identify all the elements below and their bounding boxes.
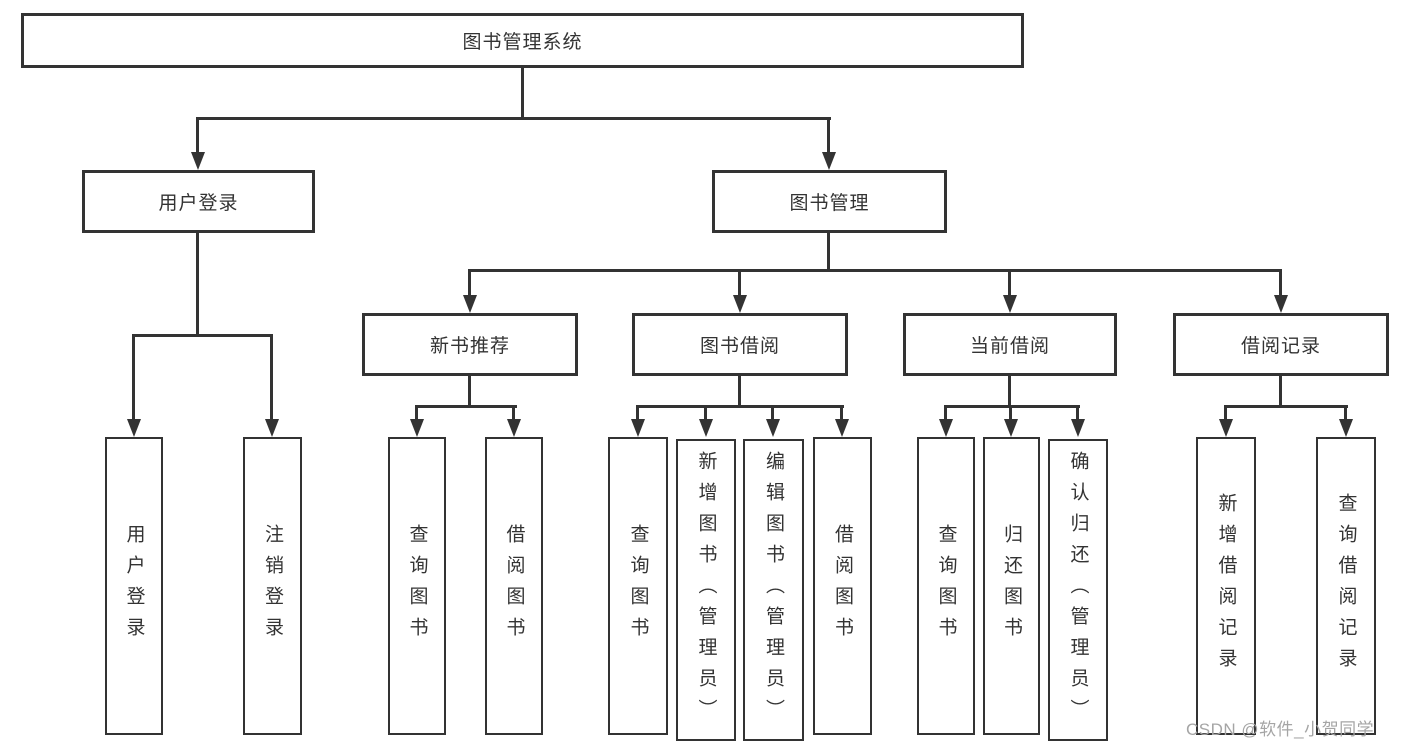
arrow-down-icon	[822, 152, 836, 170]
connector-level3-rail	[468, 269, 1282, 272]
csdn-watermark: CSDN @软件_小贺同学	[1186, 720, 1375, 739]
node-borrow-books-under-recommend: 借阅图书	[485, 437, 543, 735]
node-confirm-return-admin: 确认归还（管理员）	[1048, 439, 1108, 741]
connector-stem	[738, 376, 741, 408]
connector-drop	[270, 334, 273, 422]
connector-drop	[512, 405, 515, 422]
arrow-down-icon	[1071, 419, 1085, 437]
arrow-down-icon	[631, 419, 645, 437]
leaf-label: 确认归还（管理员）	[1067, 450, 1089, 730]
connector-drop	[944, 405, 947, 422]
arrow-down-icon	[699, 419, 713, 437]
connector-drop	[738, 269, 741, 297]
arrow-down-icon	[1003, 295, 1017, 313]
leaf-label: 查询图书	[406, 524, 428, 648]
leaf-label: 查询借阅记录	[1335, 493, 1357, 679]
node-logout-leaf: 注销登录	[243, 437, 302, 735]
leaf-label: 用户登录	[123, 524, 145, 648]
connector-rail	[944, 405, 1080, 408]
node-book-borrowing: 图书借阅	[632, 313, 848, 376]
arrow-down-icon	[507, 419, 521, 437]
node-add-books-admin: 新增图书（管理员）	[676, 439, 736, 741]
node-library-system: 图书管理系统	[21, 13, 1024, 68]
leaf-label: 新增借阅记录	[1215, 493, 1237, 679]
connector-rail	[415, 405, 517, 408]
connector-drop	[771, 405, 774, 422]
leaf-label: 查询图书	[627, 524, 649, 648]
connector-drop	[196, 117, 199, 155]
arrow-down-icon	[766, 419, 780, 437]
connector-stem	[1008, 376, 1011, 408]
leaf-label: 借阅图书	[503, 524, 525, 648]
node-user-login: 用户登录	[82, 170, 315, 233]
connector-root-stem	[521, 68, 524, 120]
connector-drop	[468, 269, 471, 297]
arrow-down-icon	[1004, 419, 1018, 437]
connector-drop	[1224, 405, 1227, 422]
connector-drop	[415, 405, 418, 422]
arrow-down-icon	[1219, 419, 1233, 437]
node-query-books-under-recommend: 查询图书	[388, 437, 446, 735]
arrow-down-icon	[191, 152, 205, 170]
connector-rail	[1224, 405, 1348, 408]
leaf-label: 借阅图书	[832, 524, 853, 648]
node-borrow-books-under-borrowing: 借阅图书	[813, 437, 872, 735]
connector-stem	[1279, 376, 1282, 408]
connector-stem	[827, 233, 830, 272]
connector-drop	[704, 405, 707, 422]
arrow-down-icon	[410, 419, 424, 437]
connector-drop	[1279, 269, 1282, 297]
arrow-down-icon	[265, 419, 279, 437]
node-new-book-recommend: 新书推荐	[362, 313, 578, 376]
connector-drop	[1076, 405, 1079, 422]
arrow-down-icon	[1274, 295, 1288, 313]
connector-stem	[196, 233, 199, 336]
arrow-down-icon	[939, 419, 953, 437]
connector-drop	[840, 405, 843, 422]
connector-drop	[1008, 269, 1011, 297]
node-query-books-under-borrowing: 查询图书	[608, 437, 668, 735]
leaf-label: 注销登录	[262, 524, 283, 648]
node-return-books: 归还图书	[983, 437, 1040, 735]
leaf-label: 归还图书	[1001, 524, 1022, 648]
node-add-borrow-record: 新增借阅记录	[1196, 437, 1256, 735]
connector-rail	[636, 405, 844, 408]
arrow-down-icon	[463, 295, 477, 313]
connector-drop	[636, 405, 639, 422]
node-current-borrowing: 当前借阅	[903, 313, 1117, 376]
arrow-down-icon	[835, 419, 849, 437]
arrow-down-icon	[1339, 419, 1353, 437]
node-borrowing-records: 借阅记录	[1173, 313, 1389, 376]
leaf-label: 查询图书	[935, 524, 957, 648]
connector-drop	[1009, 405, 1012, 422]
leaf-label: 新增图书（管理员）	[695, 450, 717, 730]
arrow-down-icon	[127, 419, 141, 437]
node-query-borrow-record: 查询借阅记录	[1316, 437, 1376, 735]
leaf-label: 编辑图书（管理员）	[763, 450, 784, 730]
connector-drop	[827, 117, 830, 155]
node-book-management: 图书管理	[712, 170, 947, 233]
connector-level2-rail	[196, 117, 831, 120]
node-edit-books-admin: 编辑图书（管理员）	[743, 439, 804, 741]
connector-stem	[468, 376, 471, 408]
node-user-login-leaf: 用户登录	[105, 437, 163, 735]
connector-rail	[132, 334, 273, 337]
arrow-down-icon	[733, 295, 747, 313]
node-query-books-under-current: 查询图书	[917, 437, 975, 735]
connector-drop	[1344, 405, 1347, 422]
connector-drop	[132, 334, 135, 422]
